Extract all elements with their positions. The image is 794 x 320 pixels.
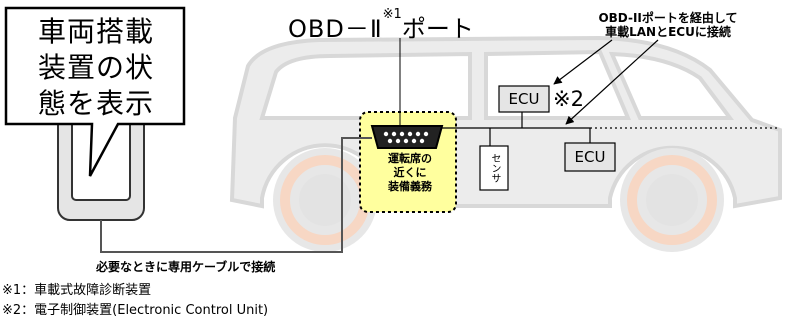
front-wheel [620,148,724,252]
rear-wheel [273,148,377,252]
obd-title-text: OBD－Ⅱ [288,15,383,43]
obd-connector-icon [370,125,444,149]
callout-line: 装置の状 [37,51,154,84]
ecu-connection-note: OBD-IIポートを経由して 車載LANとECUに接続 [558,11,778,39]
callout-line: 態を表示 [37,87,154,120]
cable-label: 必要なときに専用ケーブルで接続 [96,260,276,274]
obd-title-marker: ※1 [382,7,402,22]
ecu-note-line: OBD-IIポートを経由して [598,11,738,25]
footnote-obd: ※1：車載式故障診断装置 [2,283,152,298]
obd-port-title: OBD－Ⅱ※1ポート [288,7,474,44]
ecu-box-primary [498,85,550,113]
port-note-line: 装備義務 [388,180,432,193]
car-silhouette [229,35,782,209]
callout-text: 車両搭載 装置の状 態を表示 [14,14,178,122]
ecu-box-secondary [564,142,616,172]
obd-title-suffix: ポート [401,15,474,43]
ecu-secondary-label: ECU [574,148,606,166]
vehicle-lan-wiring [442,112,778,146]
footnote-ecu: ※2：電子制御装置(Electronic Control Unit) [2,303,269,318]
sensor-label: センサ [489,153,500,183]
sensor-box [479,145,509,191]
obd-port-note: 運転席の 近くに 装備義務 [368,152,452,194]
ecu-note-line: 車載LANとECUに接続 [605,25,731,39]
callout-bubble [4,6,186,177]
ecu-primary-marker: ※2 [553,87,584,111]
ecu-primary-label: ECU [508,90,540,108]
callout-line: 車両搭載 [37,15,154,48]
arrow-to-primary-ecu [553,39,613,85]
scan-cable [100,137,372,253]
port-note-line: 近くに [393,166,427,179]
arrow-to-bus [565,39,659,125]
port-note-line: 運転席の [388,152,432,165]
